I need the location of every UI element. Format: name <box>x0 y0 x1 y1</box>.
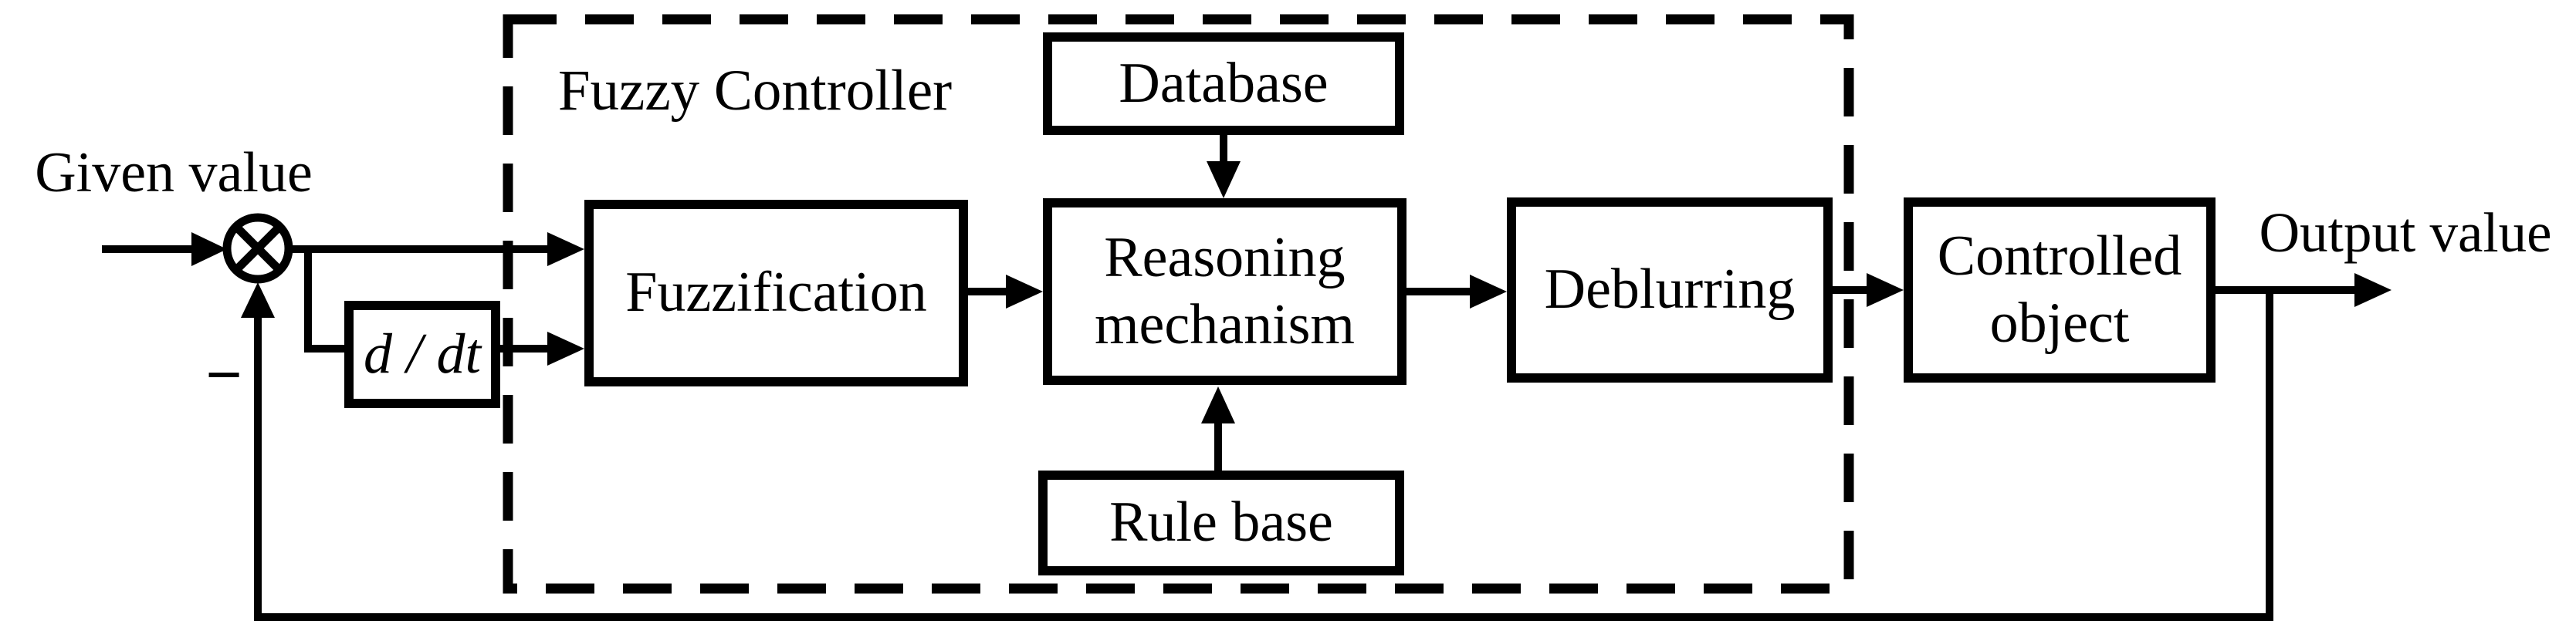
block-deblurring: Deblurring <box>1507 197 1833 383</box>
block-database: Database <box>1043 32 1404 135</box>
block-deblurring-label: Deblurring <box>1544 258 1796 322</box>
junction-cross-line <box>233 224 283 273</box>
arrowhead <box>1470 275 1507 309</box>
arrowhead <box>547 332 584 366</box>
block-fuzzification: Fuzzification <box>584 200 968 386</box>
arrowhead <box>1207 161 1241 198</box>
arrow-given-value-input <box>102 232 227 266</box>
output-value-label: Output value <box>2259 201 2552 264</box>
block-derivative: d / dt <box>344 301 500 408</box>
block-rule-base: Rule base <box>1038 471 1404 575</box>
feedback-loop <box>241 282 2273 621</box>
arrowhead <box>191 232 227 266</box>
block-derivative-label: d / dt <box>363 322 482 386</box>
block-reasoning-mechanism-label: Reasoning mechanism <box>1095 224 1355 359</box>
arrow-rulebase-to-reasoning <box>1201 386 1235 471</box>
arrowhead <box>2354 273 2392 307</box>
block-database-label: Database <box>1119 51 1329 115</box>
block-controlled-object-label: Controlled object <box>1938 223 2182 358</box>
fuzzy-controller-label: Fuzzy Controller <box>557 59 953 123</box>
arrow-derivative-to-fuzzification <box>496 332 584 366</box>
arrowhead <box>241 282 275 318</box>
arrowhead <box>1867 273 1904 307</box>
block-reasoning-line-1: Reasoning <box>1104 225 1346 289</box>
summing-junction <box>222 213 293 284</box>
arrowhead <box>547 232 584 266</box>
block-reasoning-mechanism: Reasoning mechanism <box>1043 198 1406 385</box>
arrow-output-value <box>2215 273 2392 307</box>
line-branch-to-derivative <box>304 249 344 353</box>
minus-sign: − <box>205 339 242 411</box>
arrow-database-to-reasoning <box>1207 135 1241 198</box>
block-controlled-object: Controlled object <box>1904 197 2215 383</box>
block-controlled-object-line-2: object <box>1989 292 2130 355</box>
arrow-error-to-fuzzification <box>289 232 584 266</box>
arrow-fuzzification-to-reasoning <box>968 275 1043 309</box>
given-value-label: Given value <box>35 140 313 204</box>
arrowhead <box>1006 275 1043 309</box>
fuzzy-controller-boundary <box>503 14 1854 594</box>
block-fuzzification-label: Fuzzification <box>625 261 927 325</box>
block-reasoning-line-2: mechanism <box>1094 293 1355 356</box>
block-controlled-object-line-1: Controlled <box>1937 224 2182 288</box>
arrow-reasoning-to-deblurring <box>1406 275 1507 309</box>
arrow-deblurring-to-controlled-object <box>1833 273 1904 307</box>
block-rule-base-label: Rule base <box>1109 491 1333 555</box>
arrowhead <box>1201 386 1235 423</box>
